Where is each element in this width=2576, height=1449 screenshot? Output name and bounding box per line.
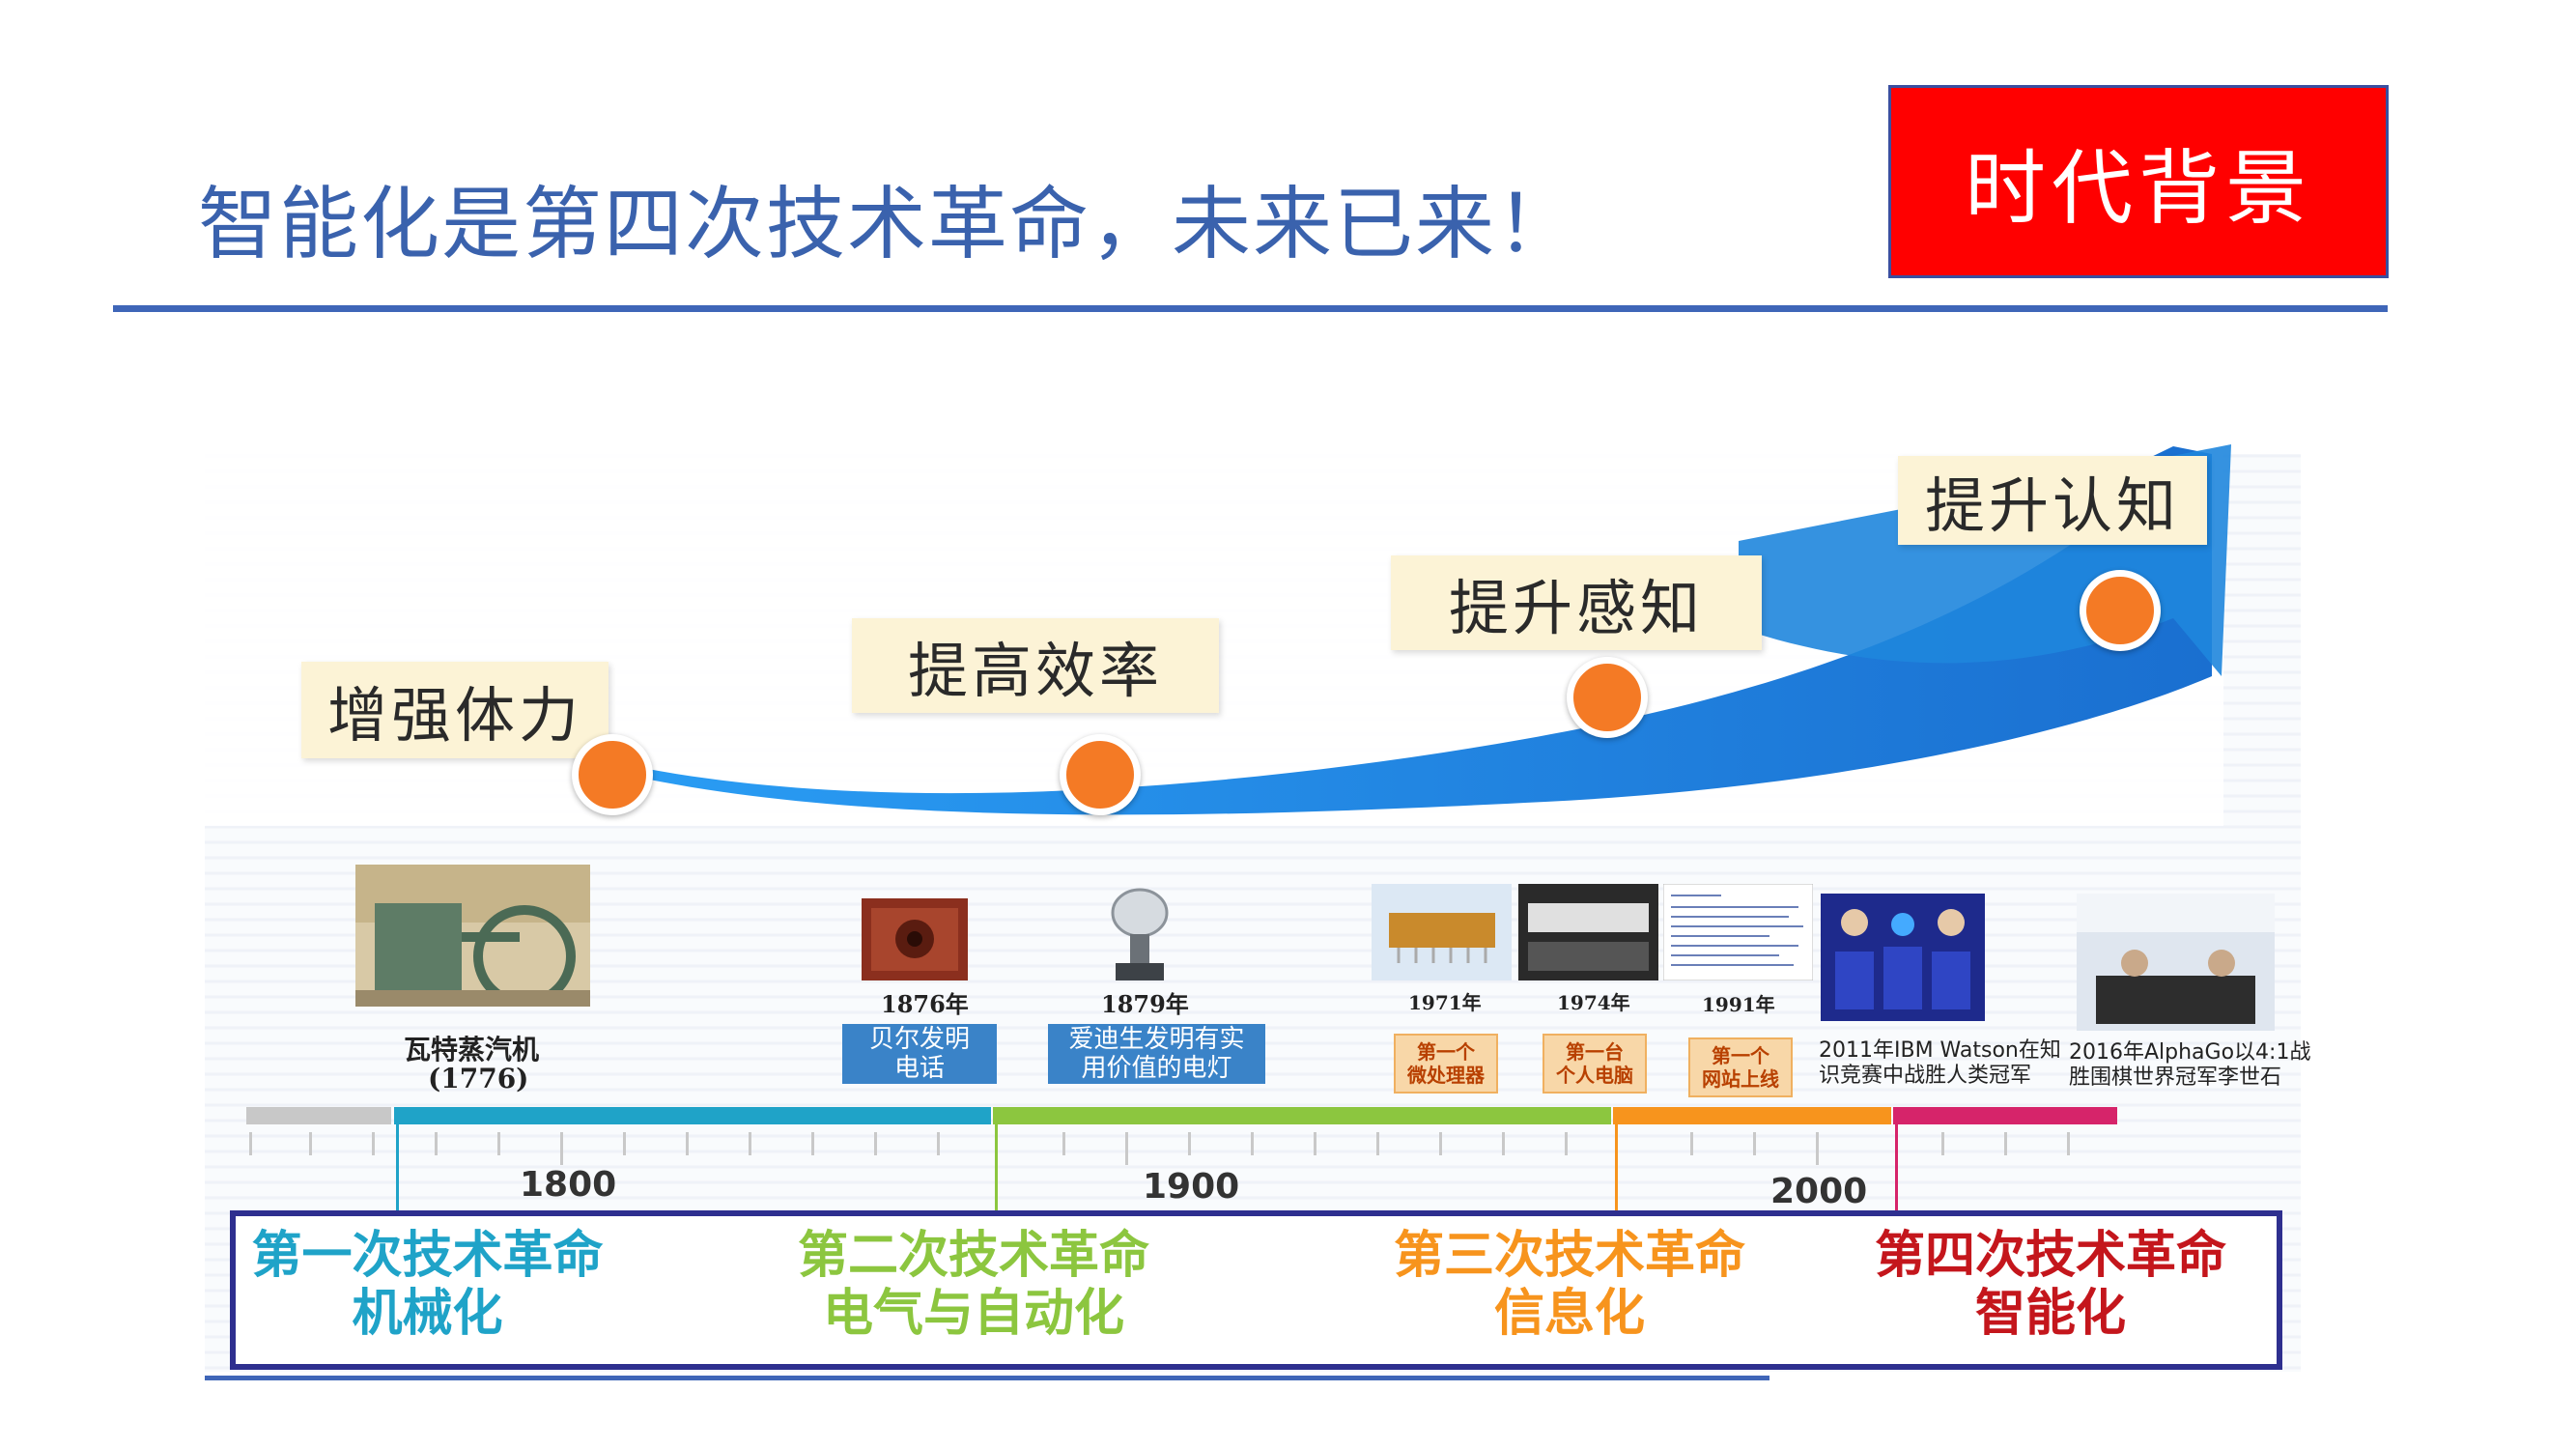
axis-tick [1941,1132,1944,1155]
axis-tick [1502,1132,1505,1155]
watson-image [1821,894,1985,1021]
personal-computer-image [1518,884,1658,980]
axis-year-label: 1800 [520,1165,617,1205]
axis-tick [1439,1132,1442,1155]
stage-dot [572,734,653,815]
event-year: 1991年 [1702,993,1775,1016]
event-year: 1879年 [1101,990,1189,1018]
alphago-image [2077,894,2275,1031]
axis-tick [1753,1132,1756,1155]
revolution-label-first: 第一次技术革命 机械化 [251,1227,604,1343]
growth-arrow [618,446,2212,815]
stage-dot [2080,570,2161,651]
event-box-personal-computer: 第一台 个人电脑 [1543,1034,1647,1094]
axis-segment [1893,1107,2117,1124]
axis-year-label: 2000 [1770,1172,1868,1211]
axis-tick [1314,1132,1316,1155]
axis-tick [372,1132,375,1155]
axis-tick [749,1132,751,1155]
axis-tick [1690,1132,1693,1155]
stage-label-perception: 提升感知 [1391,555,1762,650]
stage-dot [1567,657,1648,738]
bottom-rule [205,1376,1769,1380]
event-box-telephone: 贝尔发明 电话 [842,1024,997,1084]
event-year: 1974年 [1557,991,1630,1014]
stage-dot [1060,734,1141,815]
axis-tick [1125,1132,1128,1165]
axis-tick [1376,1132,1379,1155]
stage-label-cognition: 提升认知 [1898,456,2207,545]
event-caption: 2016年AlphaGo以4:1战 胜围棋世界冠军李世石 [2069,1040,2311,1090]
axis-segment [1613,1107,1891,1124]
axis-tick [686,1132,689,1155]
axis-tick [435,1132,438,1155]
axis-tick [497,1132,500,1155]
era-divider [995,1111,998,1212]
stage-label-efficiency: 提高效率 [852,618,1219,713]
axis-tick [2004,1132,2007,1155]
revolution-label-fourth: 第四次技术革命 智能化 [1874,1227,2226,1343]
event-year: 1876年 [881,990,969,1018]
axis-tick [1565,1132,1568,1155]
axis-tick [1188,1132,1191,1155]
website-image [1663,884,1813,980]
title-divider [113,305,2388,312]
revolution-label-third: 第三次技术革命 信息化 [1393,1227,1745,1343]
event-year: (1776) [428,1063,529,1094]
axis-tick [937,1132,940,1155]
axis-tick [1816,1132,1819,1165]
steam-engine-image [355,865,590,1007]
event-caption: 2011年IBM Watson在知 识竞赛中战胜人类冠军 [1819,1038,2061,1088]
era-divider [1615,1111,1618,1212]
telephone-image [862,898,968,980]
revolution-label-second: 第二次技术革命 电气与自动化 [797,1227,1149,1343]
axis-segment [993,1107,1611,1124]
microprocessor-image [1372,884,1512,980]
era-divider [396,1111,399,1212]
section-badge: 时代背景 [1888,85,2389,278]
event-name: 瓦特蒸汽机 [404,1034,540,1065]
era-divider [1895,1111,1898,1212]
axis-tick [249,1132,252,1155]
axis-tick [2067,1132,2070,1155]
light-bulb-image [1111,888,1169,980]
event-box-website: 第一个 网站上线 [1688,1037,1793,1097]
axis-tick [811,1132,814,1155]
stage-label-strength: 增强体力 [301,662,609,758]
axis-tick [623,1132,626,1155]
axis-segment [246,1107,391,1124]
event-year: 1971年 [1408,991,1482,1014]
axis-tick [560,1132,563,1165]
axis-segment [394,1107,991,1124]
page-title: 智能化是第四次技术革命，未来已来！ [198,179,1578,270]
axis-tick [309,1132,312,1155]
section-badge-label: 时代背景 [1964,140,2312,236]
revolutions-box [230,1210,2282,1370]
axis-tick [874,1132,877,1155]
axis-tick [1062,1132,1065,1155]
event-box-microprocessor: 第一个 微处理器 [1394,1034,1498,1094]
event-box-light-bulb: 爱迪生发明有实 用价值的电灯 [1048,1024,1265,1084]
axis-year-label: 1900 [1143,1167,1240,1207]
axis-tick [1251,1132,1254,1155]
